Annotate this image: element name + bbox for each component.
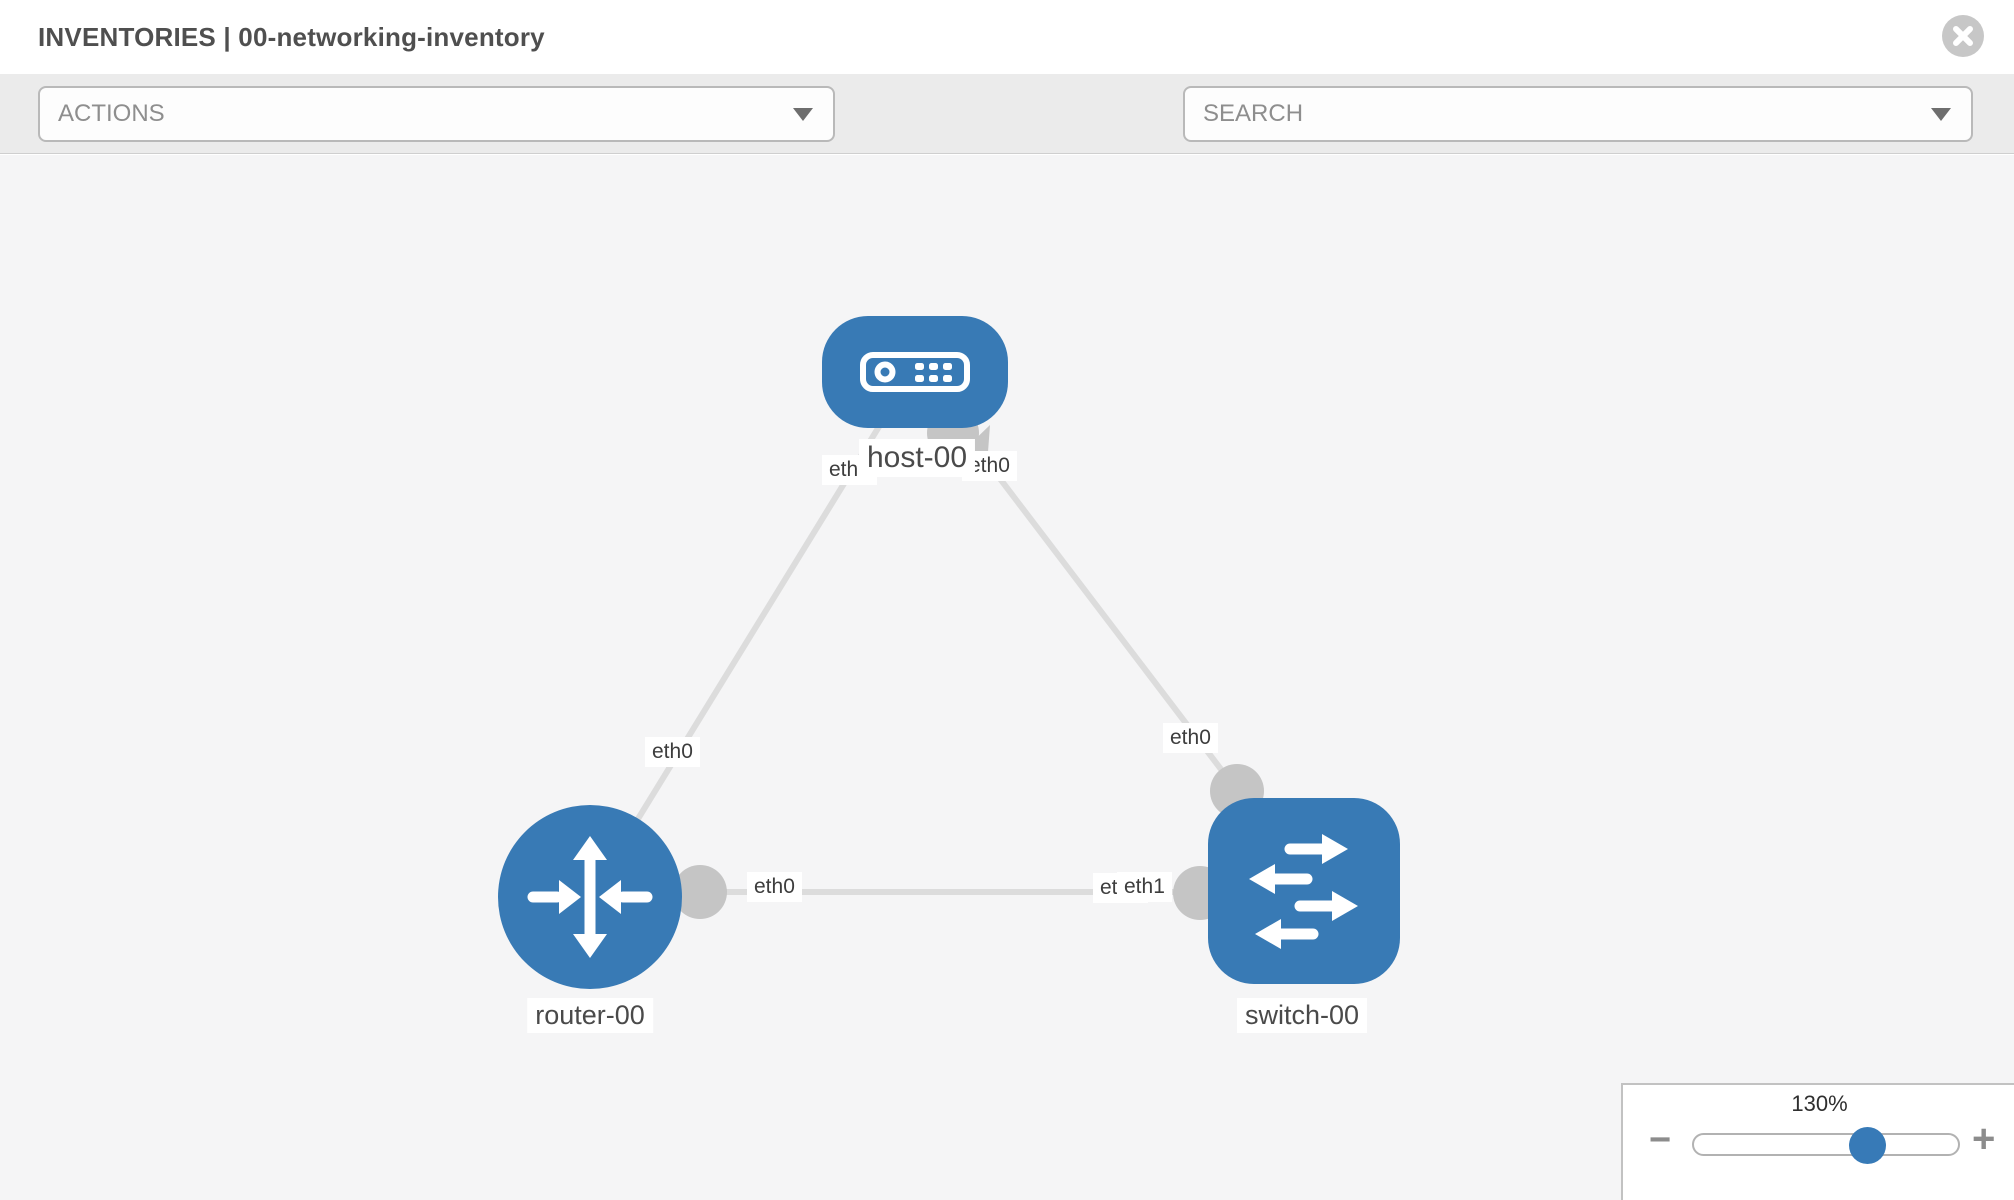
- caret-down-icon: [793, 107, 813, 121]
- router-arrows-icon: [527, 836, 653, 958]
- iface-label-switch-eth0: eth0: [1163, 723, 1218, 753]
- search-dropdown[interactable]: SEARCH: [1183, 86, 1973, 142]
- iface-label-router-eth0-mid: eth0: [747, 872, 802, 902]
- zoom-control-panel: 130% − +: [1621, 1083, 2014, 1200]
- x-icon: [1953, 26, 1973, 46]
- switch-arrows-icon: [1249, 833, 1358, 949]
- page-title: INVENTORIES | 00-networking-inventory: [38, 22, 545, 52]
- header: INVENTORIES | 00-networking-inventory: [0, 0, 2014, 74]
- node-host-00[interactable]: [822, 316, 1008, 428]
- server-icon: [860, 352, 970, 392]
- node-label-host: host-00: [858, 439, 976, 477]
- caret-down-icon: [1931, 107, 1951, 121]
- node-switch-00[interactable]: [1208, 798, 1400, 984]
- node-label-switch: switch-00: [1236, 998, 1368, 1033]
- zoom-level-value: 130%: [1791, 1091, 1848, 1116]
- actions-dropdown-label: ACTIONS: [58, 100, 165, 127]
- topology-canvas[interactable]: host-00 router-00 switch-00 eth0 eth0 et…: [0, 155, 2014, 1200]
- actions-dropdown[interactable]: ACTIONS: [38, 86, 835, 142]
- zoom-out-button[interactable]: −: [1649, 1119, 1672, 1161]
- zoom-slider-thumb[interactable]: [1849, 1127, 1886, 1164]
- node-router-00[interactable]: [498, 805, 682, 989]
- zoom-slider-track[interactable]: [1692, 1127, 1960, 1164]
- zoom-in-button[interactable]: +: [1972, 1117, 1996, 1161]
- iface-label-switch-eth1: eth1: [1117, 872, 1172, 902]
- connector-router-eth0[interactable]: [673, 865, 727, 919]
- close-button[interactable]: [1942, 15, 1984, 57]
- search-dropdown-label: SEARCH: [1203, 100, 1304, 127]
- links-layer: [587, 407, 1304, 920]
- iface-label-router-eth0: eth0: [645, 737, 700, 767]
- toolbar: ACTIONS SEARCH: [0, 74, 2014, 213]
- node-label-router: router-00: [527, 998, 653, 1033]
